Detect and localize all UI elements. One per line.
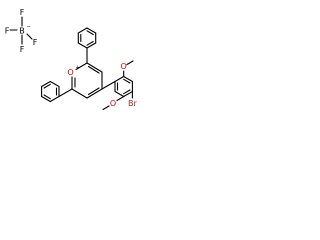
aryl-bond-4-inner <box>123 89 131 95</box>
ring-bond-c4-c5-inner <box>87 87 100 96</box>
fluorine-atom-lower-right: F <box>33 38 38 47</box>
phenyl-top <box>77 27 97 64</box>
bond-c4-aryl <box>101 80 116 90</box>
ring-bond-c5-c6 <box>71 88 88 99</box>
ring-bond-c2-c3-inner <box>87 65 100 74</box>
phenyl-left-bond-6 <box>49 95 60 103</box>
bond-c6-phenyl <box>58 88 73 98</box>
bond-o-methyl-top <box>126 60 134 66</box>
bromine-atom: Br <box>128 99 137 108</box>
methoxy-oxygen-bottom: O <box>110 99 116 108</box>
ring-bond-o-c2 <box>75 62 88 71</box>
phenyl-top-bond-1 <box>77 42 88 49</box>
phenyl-left <box>41 80 73 103</box>
phenyl-left-bond-5 <box>41 95 51 103</box>
bromo-dimethoxyphenyl: O O Br <box>101 60 137 111</box>
tetrafluoroborate-anion: B − F F F F <box>5 8 38 54</box>
bond-o-methyl-bottom <box>102 105 110 111</box>
aryl-bond-2-inner <box>123 78 131 84</box>
fluorine-atom-top: F <box>20 8 25 17</box>
fluorine-atom-bottom: F <box>20 45 25 54</box>
bond-aryl-o-bottom <box>116 95 125 102</box>
phenyl-top-bond-6-inner <box>86 40 94 46</box>
aryl-bond-1 <box>114 75 125 83</box>
phenyl-top-bond-3 <box>77 27 88 34</box>
pyrylium-ring: O + <box>67 62 103 99</box>
phenyl-left-bond-3 <box>41 80 51 88</box>
boron-charge: − <box>27 24 31 30</box>
molecule-diagram: B − F F F F O + <box>0 0 152 152</box>
structure-drawing: B − F F F F O + <box>5 8 137 111</box>
aryl-bond-4 <box>123 90 133 98</box>
ring-oxygen-atom: O <box>67 68 73 77</box>
ring-bond-c4-c5 <box>86 88 103 99</box>
methoxy-oxygen-top: O <box>121 62 127 71</box>
phenyl-top-bond-4 <box>86 27 97 34</box>
boron-atom: B <box>19 27 25 36</box>
phenyl-top-bond-4-inner <box>86 30 94 36</box>
phenyl-left-bond-2 <box>49 80 60 88</box>
phenyl-left-bond-5-inner <box>43 94 51 100</box>
phenyl-top-bond-6 <box>86 42 97 49</box>
aryl-bond-5 <box>114 90 125 98</box>
ring-bond-c2-c3 <box>86 62 103 73</box>
phenyl-left-bond-3-inner <box>43 83 51 89</box>
bond-b-f-lower-right <box>26 33 33 40</box>
ring-oxygen-charge: + <box>76 65 80 71</box>
fluorine-atom-left: F <box>5 27 10 36</box>
aryl-bond-2 <box>123 75 133 83</box>
